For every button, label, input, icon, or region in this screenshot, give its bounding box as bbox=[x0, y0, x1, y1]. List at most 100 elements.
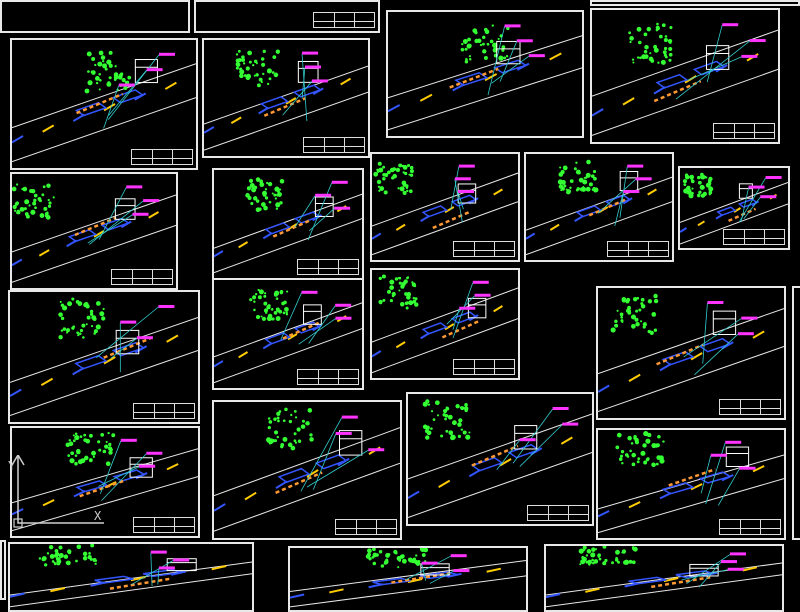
leader-line bbox=[96, 307, 158, 358]
tree-foliage bbox=[688, 193, 693, 198]
drawing-sheet-bottom-middle[interactable] bbox=[288, 546, 528, 612]
linework bbox=[12, 183, 176, 282]
tree-foliage bbox=[98, 449, 101, 452]
tree-foliage bbox=[379, 186, 384, 191]
tree-foliage bbox=[615, 558, 619, 562]
tree-foliage bbox=[668, 47, 672, 51]
drawing-sheet-small-lawn[interactable] bbox=[678, 166, 790, 250]
tree-foliage bbox=[405, 301, 409, 305]
drawing-sheet-wall-gate-2[interactable] bbox=[370, 152, 520, 262]
tree-foliage bbox=[422, 553, 426, 557]
tree-foliage bbox=[461, 43, 463, 45]
tree-foliage bbox=[267, 68, 272, 73]
tree-foliage bbox=[253, 300, 255, 302]
callout-label bbox=[422, 562, 438, 565]
tree-foliage bbox=[71, 326, 74, 329]
parking-bay bbox=[663, 483, 693, 494]
tree-foliage bbox=[45, 215, 47, 217]
tree-foliage bbox=[451, 434, 453, 436]
drawing-sheet-entrance-trees[interactable] bbox=[386, 10, 584, 138]
tree-foliage bbox=[393, 550, 397, 554]
drawing-sheet-lane-booth[interactable] bbox=[8, 290, 200, 424]
drawing-sheet-wall-gate-3[interactable] bbox=[212, 278, 364, 390]
tree-foliage bbox=[111, 433, 115, 437]
tree-foliage bbox=[691, 188, 693, 190]
tree-foliage bbox=[87, 70, 90, 73]
tree-foliage bbox=[96, 82, 98, 84]
tree-foliage bbox=[597, 555, 600, 558]
tree-foliage bbox=[575, 162, 577, 164]
tree-foliage bbox=[440, 435, 443, 438]
tree-foliage bbox=[246, 66, 250, 70]
tree-foliage bbox=[409, 189, 413, 193]
lane-dash bbox=[396, 225, 405, 230]
callout-label bbox=[332, 181, 348, 184]
tree-foliage bbox=[697, 176, 700, 179]
tree-foliage bbox=[604, 559, 607, 562]
lane-dash bbox=[439, 481, 450, 488]
sheet-drawing bbox=[388, 12, 582, 136]
tree-foliage bbox=[445, 414, 449, 418]
drawing-sheet-bottom-left[interactable] bbox=[8, 542, 254, 612]
callout-label bbox=[302, 291, 318, 294]
linework bbox=[10, 298, 198, 416]
drawing-sheet-top-strip-1[interactable] bbox=[0, 0, 190, 33]
tree-foliage bbox=[261, 57, 264, 60]
tree-foliage bbox=[706, 183, 708, 185]
drawing-sheet-isometric-booth[interactable] bbox=[10, 38, 198, 170]
tree-foliage bbox=[104, 445, 108, 449]
tree-foliage bbox=[698, 181, 702, 185]
drawing-sheet-barrier-plan[interactable] bbox=[202, 38, 370, 158]
tree-foliage bbox=[469, 55, 471, 57]
drawing-sheet-guardhouse-lawn[interactable] bbox=[590, 8, 780, 144]
drawing-sheet-corner-curb[interactable] bbox=[10, 172, 178, 290]
leader-line bbox=[598, 179, 636, 213]
tree-foliage bbox=[561, 170, 565, 174]
tree-foliage bbox=[32, 202, 36, 206]
lane-dash bbox=[526, 234, 535, 239]
callout-label bbox=[722, 23, 738, 26]
linework bbox=[372, 274, 518, 372]
drawing-sheet-lawn-booth-right[interactable] bbox=[596, 286, 786, 420]
title-block bbox=[111, 269, 173, 285]
tree-foliage bbox=[277, 420, 280, 423]
tree-foliage bbox=[301, 424, 306, 429]
title-block bbox=[131, 149, 193, 165]
drawing-sheet-edge-right[interactable] bbox=[792, 286, 800, 540]
tree-foliage bbox=[384, 562, 387, 565]
tree-foliage bbox=[107, 432, 109, 434]
callout-label bbox=[738, 332, 754, 335]
tree-foliage bbox=[83, 434, 86, 437]
tree-foliage bbox=[373, 553, 378, 558]
leader-line bbox=[295, 196, 315, 228]
tree-foliage bbox=[309, 437, 314, 442]
tree-foliage bbox=[624, 560, 629, 565]
lane-dash bbox=[245, 493, 256, 500]
linework bbox=[204, 50, 368, 151]
tree-foliage bbox=[654, 329, 657, 332]
callout-label bbox=[740, 467, 756, 470]
drawing-sheet-building-corner[interactable] bbox=[524, 152, 674, 262]
tree-foliage bbox=[626, 298, 630, 302]
tree-foliage bbox=[280, 291, 283, 294]
drawing-sheet-booth-trees[interactable] bbox=[212, 400, 402, 540]
drawing-sheet-wall-gate-4[interactable] bbox=[370, 268, 520, 380]
tree-foliage bbox=[260, 315, 262, 317]
drawing-sheet-bottom-right[interactable] bbox=[544, 544, 784, 612]
tree-foliage bbox=[685, 175, 690, 180]
drawing-sheet-trees-booth-right[interactable] bbox=[596, 428, 786, 540]
tree-foliage bbox=[700, 185, 705, 190]
drawing-sheet-top-right-strip[interactable] bbox=[590, 0, 800, 6]
tree-foliage bbox=[463, 430, 467, 434]
drawing-sheet-top-strip-2[interactable] bbox=[194, 0, 380, 33]
tree-foliage bbox=[644, 45, 649, 50]
tree-foliage bbox=[460, 406, 462, 408]
drawing-sheet-left-edge[interactable] bbox=[0, 540, 6, 600]
tree-foliage bbox=[632, 560, 636, 564]
drawing-sheet-wall-gate-1[interactable] bbox=[212, 168, 364, 280]
tree-foliage bbox=[378, 300, 382, 304]
drawing-sheet-road-lamps[interactable] bbox=[406, 392, 594, 526]
tree-foliage bbox=[645, 439, 650, 444]
tree-foliage bbox=[461, 48, 464, 51]
